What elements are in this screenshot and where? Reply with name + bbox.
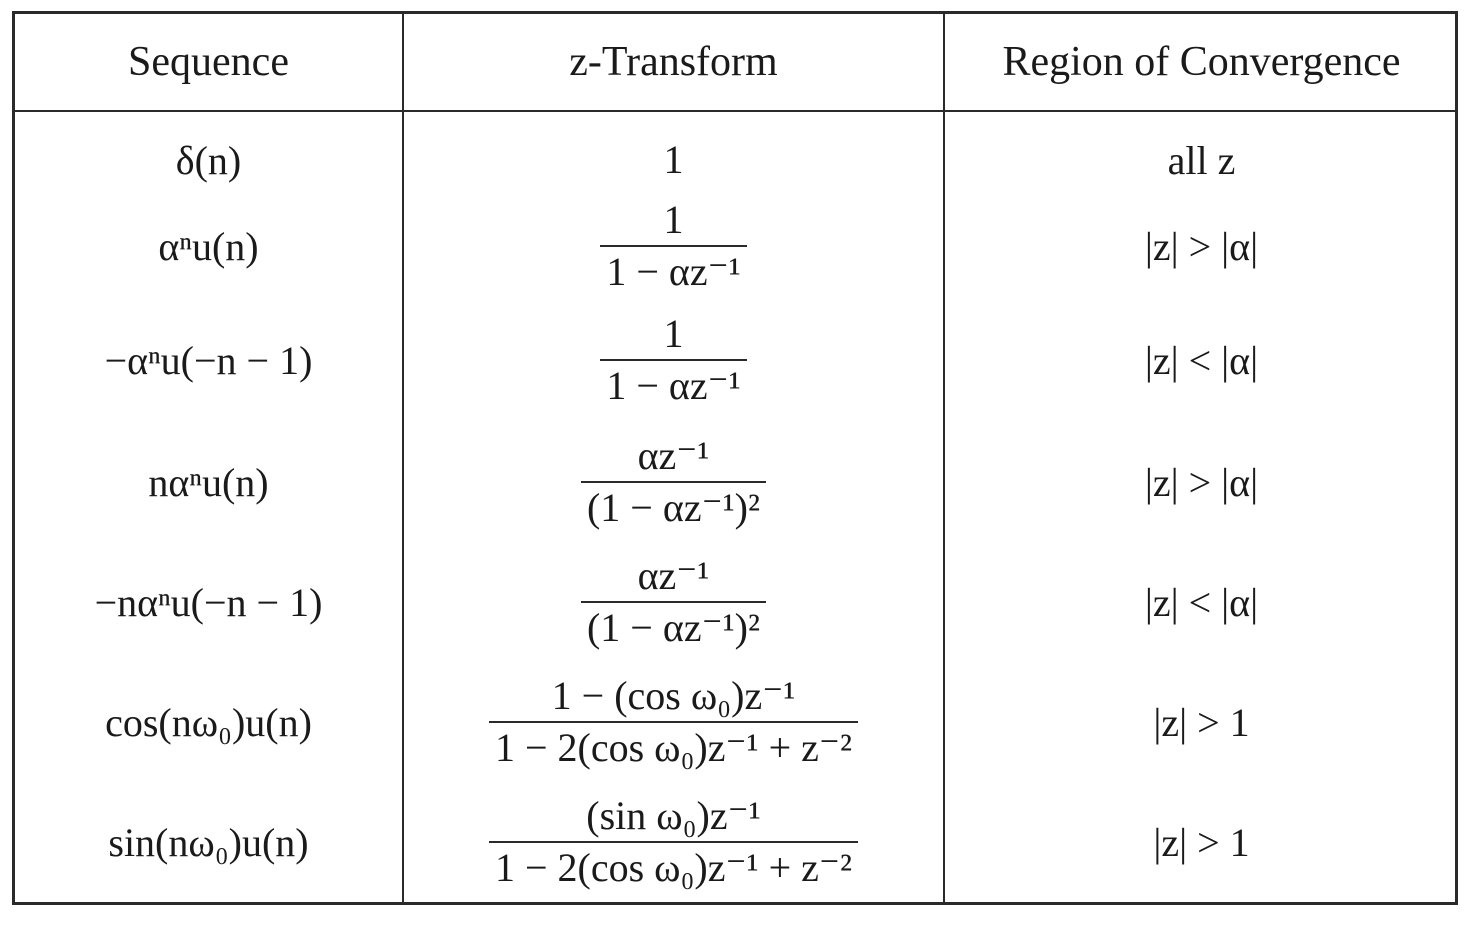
numerator: 1	[663, 197, 684, 242]
row-7-roc: |z| > 1	[1153, 819, 1250, 865]
row-1-roc: all z	[1167, 137, 1236, 183]
fraction: 1 1 − αz⁻¹	[600, 311, 747, 408]
denominator: (1 − αz⁻¹)²	[586, 485, 760, 530]
row-2-z-transform: 1 1 − αz⁻¹	[404, 190, 943, 302]
row-7-sequence: sin(nω₀)u(n)	[108, 819, 309, 865]
fraction: αz⁻¹ (1 − αz⁻¹)²	[580, 433, 766, 530]
row-3-z-transform: 1 1 − αz⁻¹	[404, 302, 943, 418]
row-5-roc: |z| < |α|	[1144, 579, 1259, 625]
fraction-bar	[580, 601, 766, 603]
fraction-bar	[488, 841, 859, 843]
denominator: 1 − αz⁻¹	[606, 363, 741, 408]
denominator: (1 − αz⁻¹)²	[586, 605, 760, 650]
header-sequence: Sequence	[128, 39, 289, 85]
numerator: (sin ω₀)z⁻¹	[586, 793, 761, 838]
numerator: 1	[663, 311, 684, 356]
row-1-z-transform: 1	[663, 137, 684, 182]
row-4-roc: |z| > |α|	[1144, 459, 1259, 505]
fraction-bar	[600, 359, 747, 361]
header-region-of-convergence: Region of Convergence	[1002, 39, 1401, 85]
fraction: αz⁻¹ (1 − αz⁻¹)²	[580, 553, 766, 650]
row-4-z-transform: αz⁻¹ (1 − αz⁻¹)²	[404, 422, 943, 542]
row-3-roc: |z| < |α|	[1144, 337, 1259, 383]
fraction: (sin ω₀)z⁻¹ 1 − 2(cos ω₀)z⁻¹ + z⁻²	[488, 793, 859, 890]
z-transform-table: Sequence z-Transform Region of Convergen…	[12, 11, 1458, 905]
row-4-sequence: nαⁿu(n)	[148, 459, 269, 505]
row-7-z-transform: (sin ω₀)z⁻¹ 1 − 2(cos ω₀)z⁻¹ + z⁻²	[404, 782, 943, 902]
row-2-sequence: αⁿu(n)	[158, 223, 259, 269]
row-6-z-transform: 1 − (cos ω₀)z⁻¹ 1 − 2(cos ω₀)z⁻¹ + z⁻²	[404, 662, 943, 782]
denominator: 1 − αz⁻¹	[606, 249, 741, 294]
fraction: 1 1 − αz⁻¹	[600, 197, 747, 294]
row-5-z-transform: αz⁻¹ (1 − αz⁻¹)²	[404, 542, 943, 662]
fraction-bar	[580, 481, 766, 483]
fraction: 1 − (cos ω₀)z⁻¹ 1 − 2(cos ω₀)z⁻¹ + z⁻²	[488, 673, 859, 770]
numerator: 1 − (cos ω₀)z⁻¹	[551, 673, 796, 718]
column-divider	[943, 14, 945, 902]
header-divider	[15, 110, 1455, 112]
row-6-roc: |z| > 1	[1153, 699, 1250, 745]
numerator: αz⁻¹	[637, 433, 710, 478]
fraction-bar	[488, 721, 859, 723]
denominator: 1 − 2(cos ω₀)z⁻¹ + z⁻²	[494, 845, 853, 890]
row-5-sequence: −nαⁿu(−n − 1)	[94, 579, 323, 625]
column-divider	[402, 14, 404, 902]
row-1-sequence: δ(n)	[175, 137, 242, 183]
fraction-bar	[600, 245, 747, 247]
numerator: αz⁻¹	[637, 553, 710, 598]
row-3-sequence: −αⁿu(−n − 1)	[104, 337, 313, 383]
denominator: 1 − 2(cos ω₀)z⁻¹ + z⁻²	[494, 725, 853, 770]
row-6-sequence: cos(nω₀)u(n)	[105, 699, 312, 745]
header-z-transform: z-Transform	[569, 39, 778, 85]
row-2-roc: |z| > |α|	[1144, 223, 1259, 269]
